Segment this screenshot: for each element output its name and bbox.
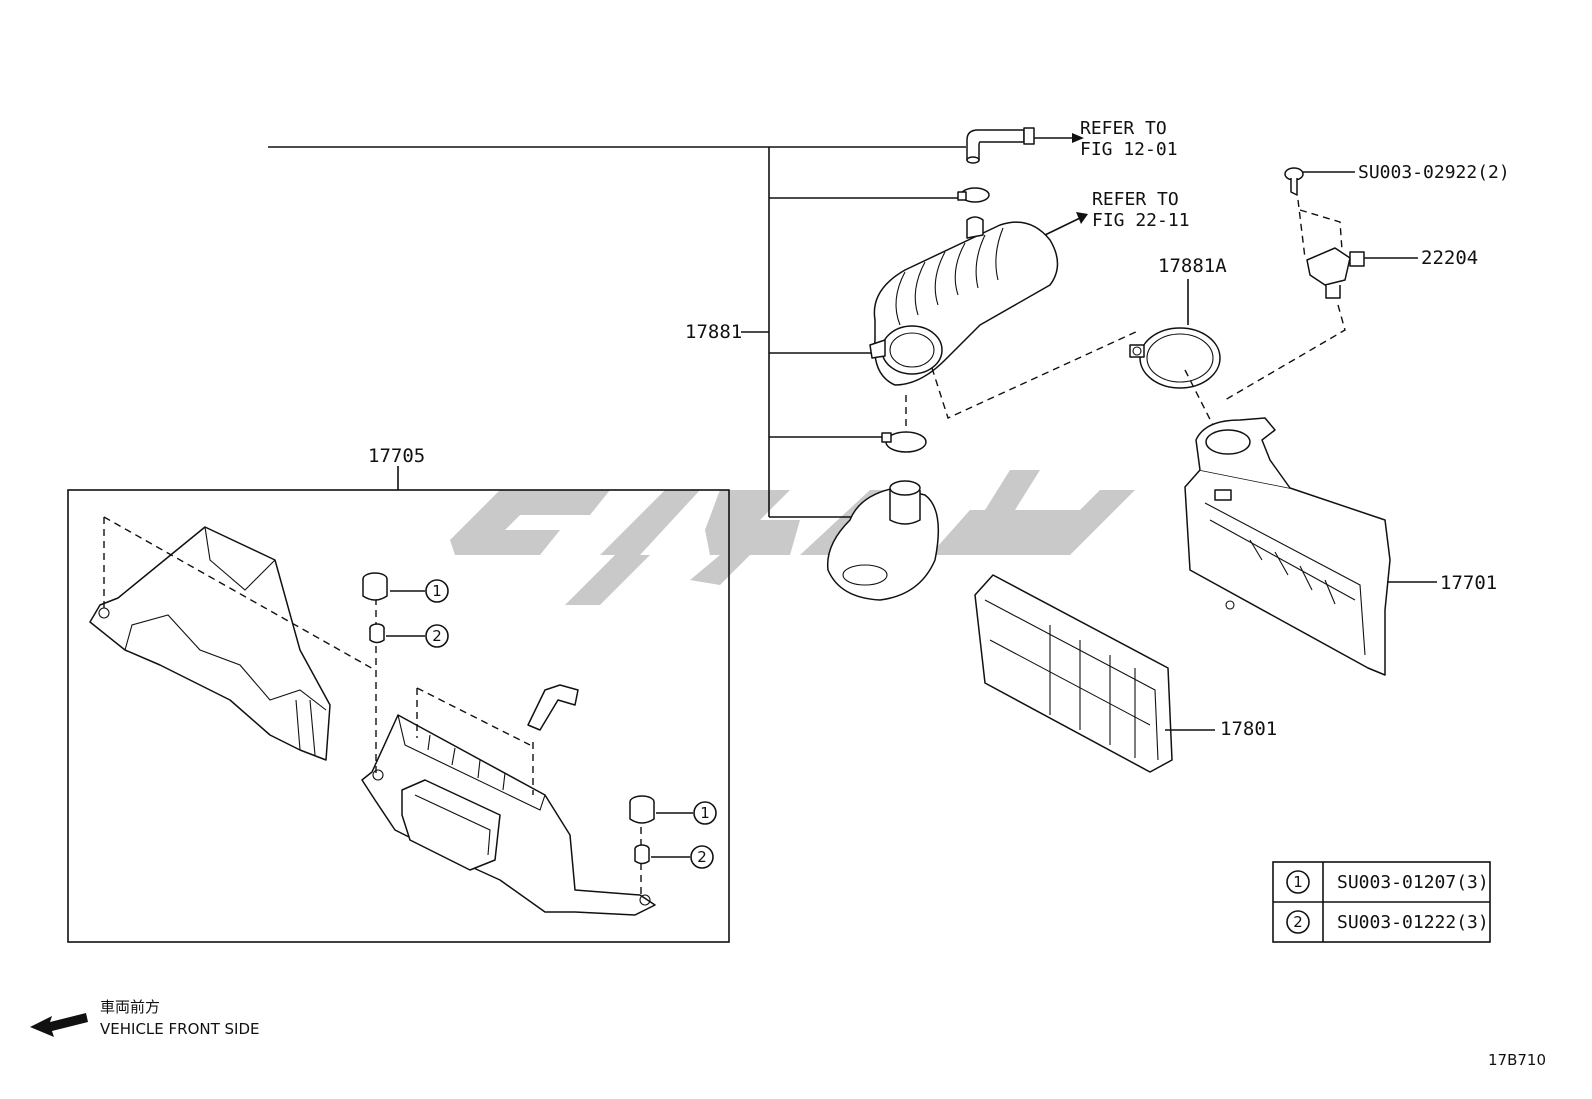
hose-clamp-small [957, 187, 990, 203]
front-arrow-icon [30, 1013, 88, 1037]
grommet-top [362, 572, 388, 601]
grommet-bottom [629, 795, 655, 824]
collar-bottom [634, 844, 650, 865]
filter-element-17801: 17801 [974, 574, 1277, 773]
marker-1-top [425, 579, 449, 603]
case-17701: 17701 [1184, 417, 1497, 676]
svg-text:REFER TO: REFER TO [1092, 189, 1179, 210]
svg-text:FIG 22-11: FIG 22-11 [1092, 210, 1190, 231]
legend-part-1: SU003-01207(3) [1337, 872, 1489, 893]
svg-text:1: 1 [1293, 873, 1303, 891]
hose-clamp [881, 431, 927, 453]
callout-17881a: 17881A [1158, 255, 1227, 277]
svg-text:2: 2 [432, 627, 442, 645]
legend-marker-1 [1286, 870, 1310, 894]
collar-top [369, 623, 385, 644]
assembly-17881: 17881 REFER TO FIG 12-01 [268, 118, 1190, 601]
callout-17881: 17881 [685, 321, 742, 343]
intake-hose [869, 216, 1059, 386]
callout-17801: 17801 [1220, 718, 1277, 740]
air-cleaner-case-lower [361, 684, 656, 916]
svg-text:2: 2 [697, 848, 707, 866]
vehicle-front-indicator: 車両前方 VEHICLE FRONT SIDE [30, 998, 260, 1038]
svg-text:1: 1 [700, 804, 710, 822]
callout-17701: 17701 [1440, 572, 1497, 594]
marker-1-bottom [693, 801, 717, 825]
legend-part-2: SU003-01222(3) [1337, 912, 1489, 933]
direction-en-label: VEHICLE FRONT SIDE [100, 1020, 260, 1038]
vent-hose [966, 127, 1035, 164]
legend-marker-2 [1286, 910, 1310, 934]
legend-table: 1 SU003-01207(3) 2 SU003-01222(3) [1272, 861, 1491, 943]
svg-text:REFER TO: REFER TO [1080, 118, 1167, 139]
sensor-22204: 22204 [1306, 247, 1478, 299]
svg-text:2: 2 [1293, 913, 1303, 931]
callout-su003-02922: SU003-02922(2) [1358, 162, 1510, 183]
direction-jp-label: 車両前方 [100, 998, 160, 1016]
resonator [826, 480, 940, 601]
marker-2-bottom [690, 845, 714, 869]
screw-su003-02922: SU003-02922(2) [1284, 162, 1510, 196]
air-cleaner-cap [89, 526, 331, 761]
svg-text:1: 1 [432, 582, 442, 600]
callout-17705: 17705 [368, 445, 425, 467]
marker-2-top [425, 624, 449, 648]
assembly-17705: 17705 [67, 445, 730, 943]
callout-22204: 22204 [1421, 247, 1478, 269]
diagram-id: 17B710 [1488, 1051, 1546, 1069]
clamp-17881a: 17881A [1129, 255, 1227, 389]
svg-text:FIG 12-01: FIG 12-01 [1080, 139, 1178, 160]
